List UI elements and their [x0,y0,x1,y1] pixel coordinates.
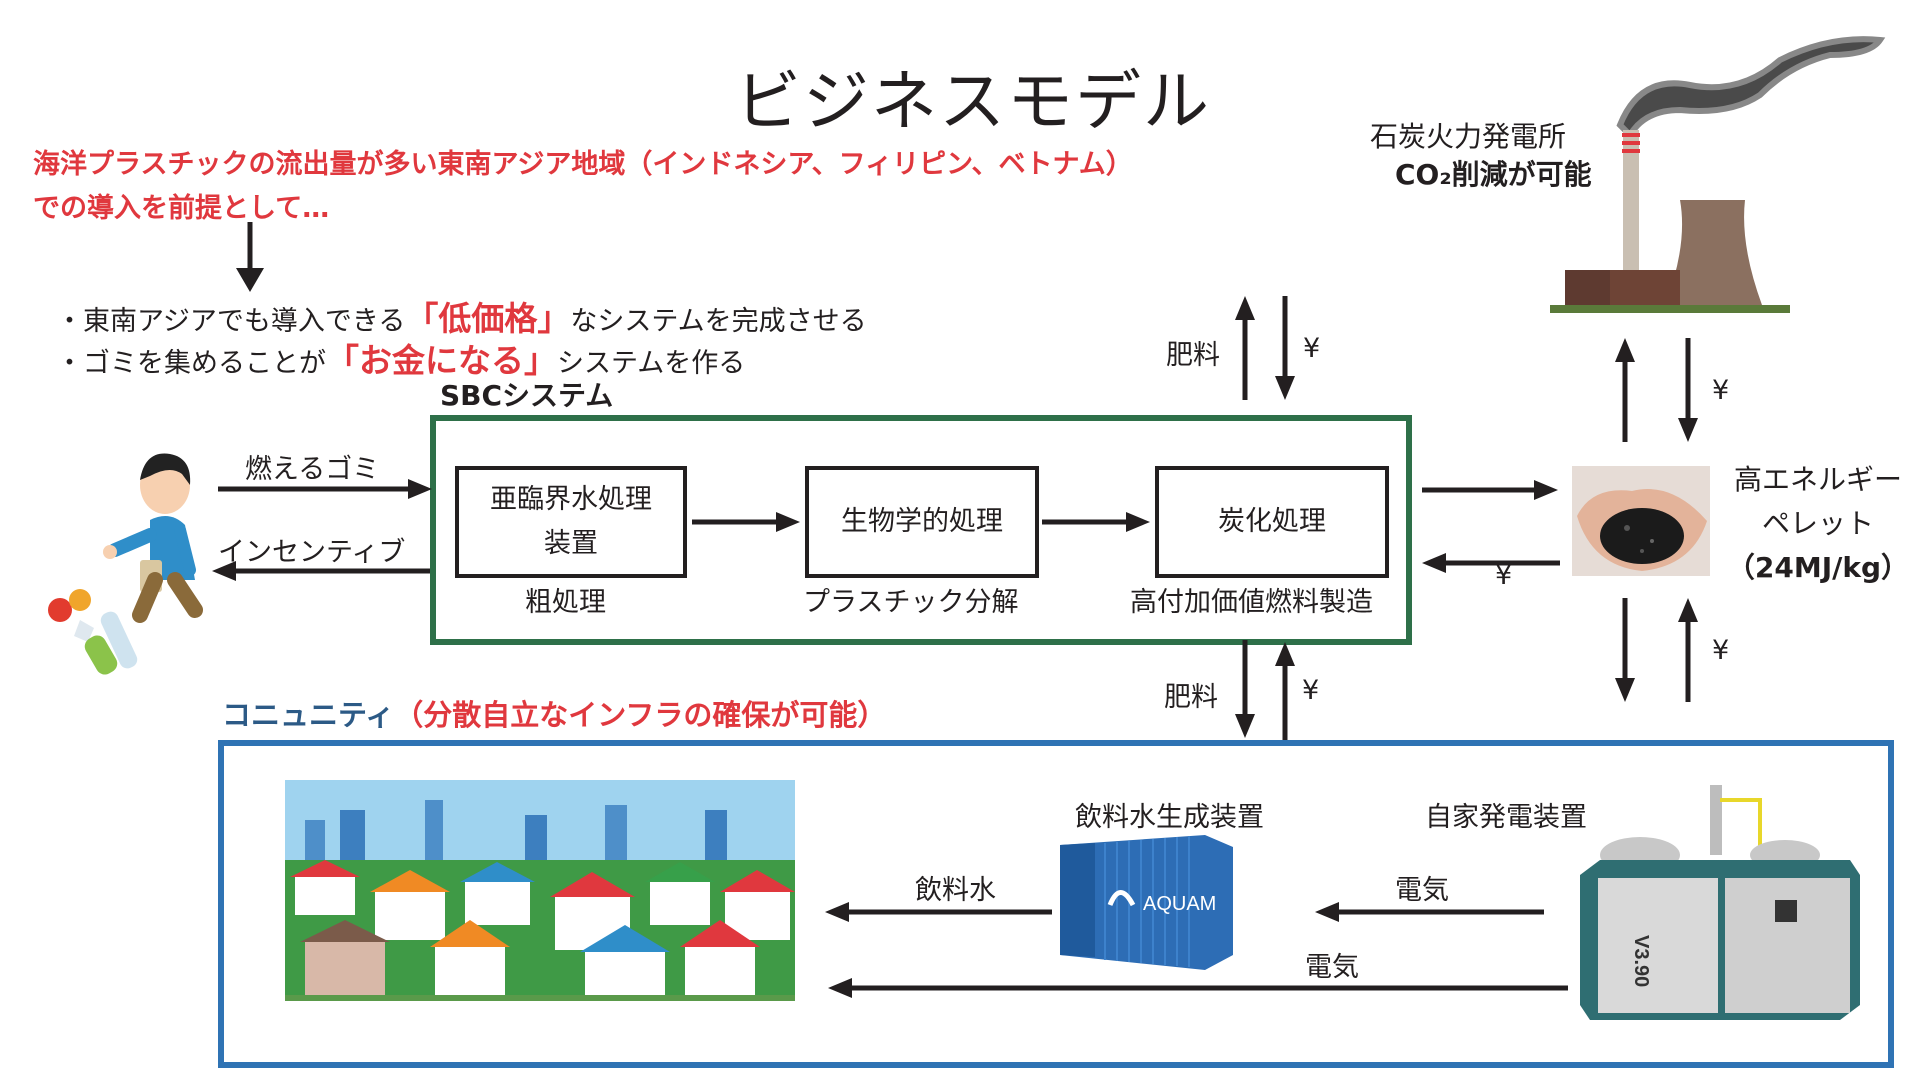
electricity-to-water-label: 電気 [1395,875,1449,906]
pellet-line-3: （24MJ/kg） [1726,551,1910,584]
generator-model-text: V3.90 [1630,935,1652,987]
page-title: ビジネスモデル [735,63,1211,140]
co2-reduction-label: CO₂削減が可能 [1395,158,1592,191]
intro-down-arrowhead [236,268,264,292]
yen-bottom-label: ¥ [1302,675,1320,706]
bullet-suffix: なシステムを完成させる [570,306,867,337]
resident-illustration [48,453,203,675]
sbc-system-box [430,415,1412,645]
bullet-prefix: ・東南アジアでも導入できる [56,306,406,337]
bullet-prefix: ・ゴミを集めることが [56,348,326,379]
pellet-photo [1572,466,1710,576]
coal-power-plant-illustration [1550,36,1886,313]
process-box-subcritical-water: 亜臨界水処理 装置 [455,466,687,578]
process-name: 生物学的処理 [841,506,1003,537]
intro-line-1: 海洋プラスチックの流出量が多い東南アジア地域（インドネシア、フィリピン、ベトナム… [33,149,1133,180]
yen-plant-label: ¥ [1712,375,1730,406]
fertilizer-top-label: 肥料 [1166,340,1220,371]
process-name: 亜臨界水処理 [490,484,652,515]
community-note: （分散自立なインフラの確保が可能） [394,698,887,732]
yen-pellet-to-sbc-label: ¥ [1495,560,1513,591]
bullet-highlight: 「お金になる」 [326,341,557,380]
process-caption-plastic-decomposition: プラスチック分解 [803,587,1019,618]
power-generator-machine: V3.90 [1580,785,1860,1020]
pellet-line-2: ペレット [1761,507,1874,540]
sbc-system-label: SBCシステム [440,379,614,412]
process-name: 炭化処理 [1218,506,1326,537]
generator-label: 自家発電装置 [1425,802,1587,833]
electricity-to-town-label: 電気 [1305,952,1359,983]
process-box-biological: 生物学的処理 [805,466,1039,578]
intro-line-2: での導入を前提として… [33,193,330,224]
process-box-carbonization: 炭化処理 [1155,466,1389,578]
fertilizer-bottom-label: 肥料 [1164,682,1218,713]
water-generator-container: AQUAM [1060,835,1233,970]
drinking-water-label: 飲料水 [915,875,996,906]
bullet-low-price: ・東南アジアでも導入できる「低価格」なシステムを完成させる [56,292,867,340]
community-town-illustration [285,780,795,1035]
water-device-label: 飲料水生成装置 [1075,802,1264,833]
bullet-highlight: 「低価格」 [405,299,571,338]
power-plant-name: 石炭火力発電所 [1370,120,1567,153]
incentive-label: インセンティブ [218,537,406,568]
yen-community-label: ¥ [1712,635,1730,666]
process-name-line2: 装置 [544,528,598,559]
community-box [218,740,1894,1068]
process-caption-high-value-fuel: 高付加価値燃料製造 [1130,587,1373,618]
burnable-waste-label: 燃えるゴミ [245,454,380,485]
container-brand-text: AQUAM [1143,893,1216,915]
yen-top-label: ¥ [1303,333,1321,364]
bullet-suffix: システムを作る [557,348,746,379]
process-caption-rough: 粗処理 [525,587,606,618]
bullet-make-money: ・ゴミを集めることが「お金になる」システムを作る [56,334,745,382]
community-label: コニュニティ [222,698,395,732]
pellet-line-1: 高エネルギー [1733,463,1902,496]
pellet-description: 高エネルギー ペレット （24MJ/kg） [1718,458,1918,590]
community-heading: コニュニティ（分散自立なインフラの確保が可能） [222,692,886,734]
